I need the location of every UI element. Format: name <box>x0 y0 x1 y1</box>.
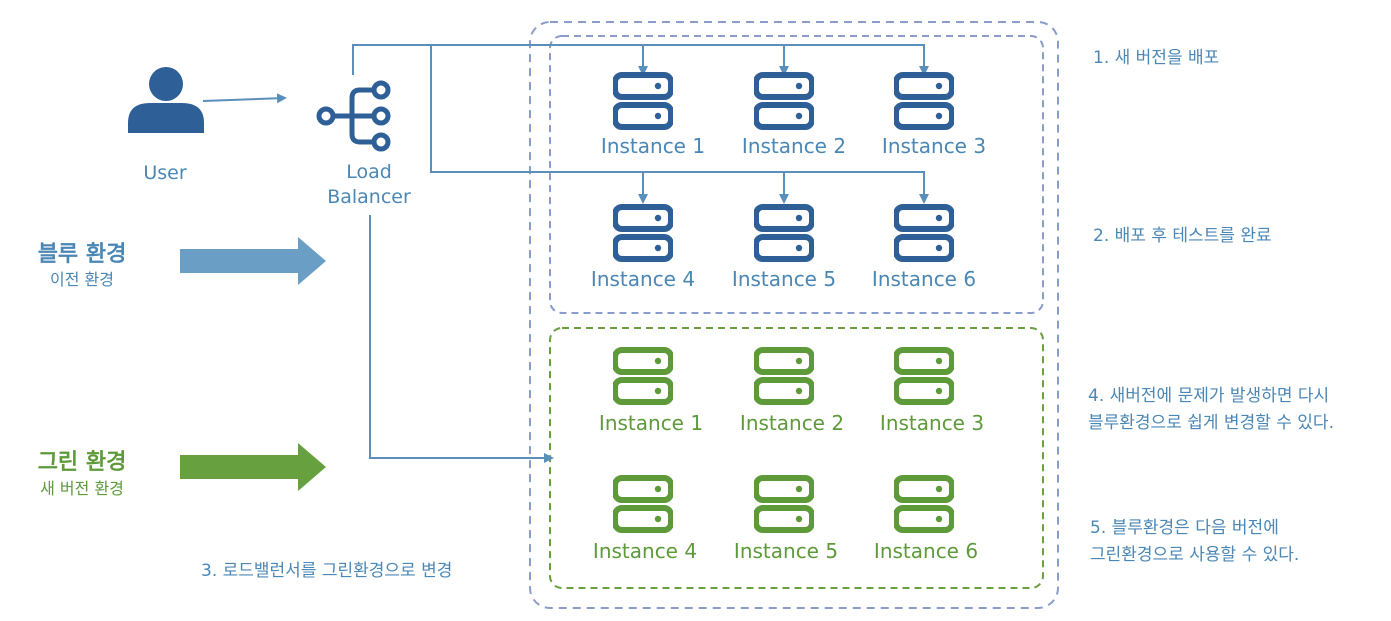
server-icon <box>756 207 812 259</box>
server-icon <box>615 478 671 530</box>
server-icon <box>896 207 952 259</box>
outer-container-box <box>529 21 1059 609</box>
blue-env-subtitle: 이전 환경 <box>50 270 114 289</box>
blue-instance-label: Instance 1 <box>600 134 706 158</box>
blue-instance-label: Instance 4 <box>590 267 696 291</box>
server-icon <box>896 478 952 530</box>
lb-to-blue-connections <box>352 44 925 459</box>
green-env-subtitle: 새 버전 환경 <box>40 479 124 498</box>
blue-env-title: 블루 환경 <box>37 242 127 267</box>
step1-note: 1. 새 버전을 배포 <box>1093 48 1220 68</box>
step2-note: 2. 배포 후 테스트를 완료 <box>1093 226 1272 246</box>
server-icon <box>615 207 671 259</box>
server-icon <box>756 350 812 402</box>
green-instance-label: Instance 2 <box>739 411 845 435</box>
server-icon <box>896 350 952 402</box>
user-icon <box>128 67 204 133</box>
blue-instance-label: Instance 6 <box>871 267 977 291</box>
server-icon <box>756 478 812 530</box>
green-env-arrow <box>180 443 326 491</box>
step4-note-line2: 블루환경으로 쉽게 변경할 수 있다. <box>1088 413 1334 433</box>
green-instance-label: Instance 6 <box>873 539 979 563</box>
green-env-title: 그린 환경 <box>37 450 127 475</box>
green-instance-label: Instance 3 <box>879 411 985 435</box>
step5-note-line1: 5. 블루환경은 다음 버전에 <box>1090 518 1279 538</box>
blue-env-arrow <box>180 237 326 285</box>
blue-instance-label: Instance 2 <box>741 134 847 158</box>
load-balancer-icon <box>316 80 391 152</box>
server-icon <box>615 75 671 127</box>
blue-instance-label: Instance 5 <box>731 267 837 291</box>
user-to-lb-arrow <box>202 93 287 104</box>
blue-instance-label: Instance 3 <box>881 134 987 158</box>
user-label: User <box>143 162 187 184</box>
step5-note-line2: 그린환경으로 사용할 수 있다. <box>1090 545 1300 565</box>
step4-note-line1: 4. 새버전에 문제가 발생하면 다시 <box>1088 386 1330 406</box>
blue-env-box <box>549 35 1044 314</box>
step3-note: 3. 로드밸런서를 그린환경으로 변경 <box>201 561 453 581</box>
load-balancer-label-line2: Balancer <box>327 186 411 208</box>
server-icon <box>615 350 671 402</box>
load-balancer-label-line1: Load <box>346 161 392 183</box>
green-instance-label: Instance 5 <box>733 539 839 563</box>
arrowheads <box>544 66 929 463</box>
green-instance-label: Instance 1 <box>598 411 704 435</box>
green-instance-label: Instance 4 <box>592 539 698 563</box>
server-icon <box>896 75 952 127</box>
server-icon <box>756 75 812 127</box>
